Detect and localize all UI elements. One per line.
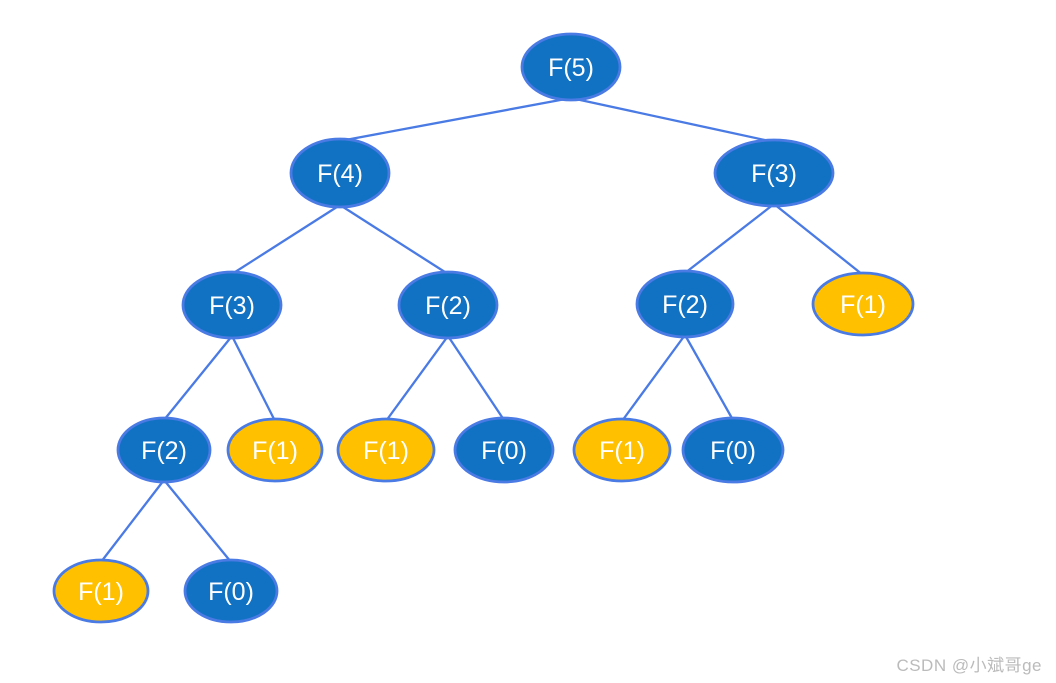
node-ellipse-orange — [811, 271, 915, 337]
tree-node-f0a: F(0) — [453, 416, 555, 484]
tree-edge-f4-f3l — [231, 204, 341, 275]
tree-edge-f5-f4 — [339, 96, 572, 143]
tree-edge-f3l-f2c — [163, 335, 233, 421]
node-ellipse-blue — [183, 558, 279, 624]
tree-node-f1e: F(1) — [52, 558, 150, 624]
tree-edge-f2a-f0a — [447, 335, 505, 421]
tree-node-f5: F(5) — [520, 32, 622, 102]
tree-edge-f4-f2a — [339, 204, 449, 275]
tree-node-f3r: F(3) — [713, 138, 835, 208]
watermark: CSDN @小斌哥ge — [896, 656, 1042, 675]
tree-edge-f2b-f1d — [621, 334, 686, 422]
tree-node-f1a: F(1) — [811, 271, 915, 337]
tree-node-f2c: F(2) — [116, 416, 212, 484]
tree-node-f3l: F(3) — [181, 270, 283, 340]
node-ellipse-blue — [289, 137, 391, 209]
node-ellipse-orange — [336, 417, 436, 483]
tree-node-f0c: F(0) — [183, 558, 279, 624]
tree-node-f0b: F(0) — [681, 416, 785, 484]
tree-node-f2a: F(2) — [397, 270, 499, 340]
tree-edge-f2a-f1c — [385, 335, 449, 422]
node-ellipse-blue — [116, 416, 212, 484]
tree-node-f1b: F(1) — [226, 417, 324, 483]
tree-node-f2b: F(2) — [635, 269, 735, 339]
tree-edge-f3r-f1a — [773, 203, 864, 276]
node-ellipse-blue — [453, 416, 555, 484]
node-ellipse-blue — [681, 416, 785, 484]
node-ellipse-blue — [520, 32, 622, 102]
tree-node-f1d: F(1) — [572, 417, 672, 483]
node-ellipse-blue — [635, 269, 735, 339]
tree-edge-f2c-f0c — [163, 479, 232, 563]
tree-edge-f3l-f1b — [230, 335, 277, 422]
tree-node-f4: F(4) — [289, 137, 391, 209]
tree-edge-f2c-f1e — [100, 479, 165, 563]
node-ellipse-orange — [572, 417, 672, 483]
node-ellipse-blue — [181, 270, 283, 340]
node-ellipse-blue — [713, 138, 835, 208]
tree-edge-f2b-f0b — [683, 334, 735, 421]
tree-edge-f5-f3r — [570, 96, 775, 144]
tree-node-f1c: F(1) — [336, 417, 436, 483]
tree-edge-f3r-f2b — [684, 203, 775, 274]
node-ellipse-blue — [397, 270, 499, 340]
node-ellipse-orange — [52, 558, 150, 624]
node-ellipse-orange — [226, 417, 324, 483]
